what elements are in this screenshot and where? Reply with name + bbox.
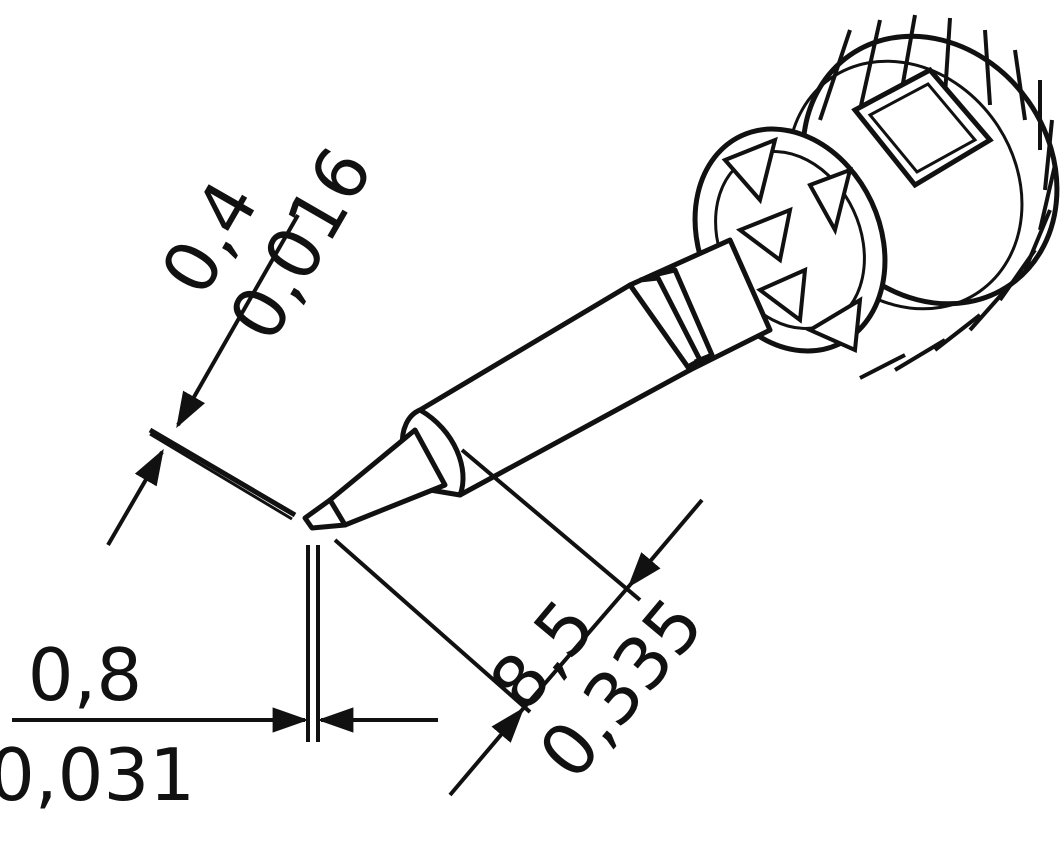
tip-cone [302, 407, 466, 531]
knob-window [851, 66, 994, 189]
tip-thickness-imperial: 0,031 [0, 733, 195, 817]
knob-spoke-cutouts [721, 136, 863, 353]
tip-shaft [417, 237, 773, 498]
dimension-tip-width [106, 214, 300, 547]
tip-thickness-metric: 0,8 [28, 633, 143, 717]
dimension-tip-length [333, 448, 704, 797]
dimension-tip-width-labels: 0,4 0,016 [145, 134, 389, 355]
knob-ridges [818, 14, 1057, 380]
dimension-tip-length-labels: 8,5 0,335 [473, 583, 719, 795]
dimension-tip-thickness [12, 545, 438, 742]
